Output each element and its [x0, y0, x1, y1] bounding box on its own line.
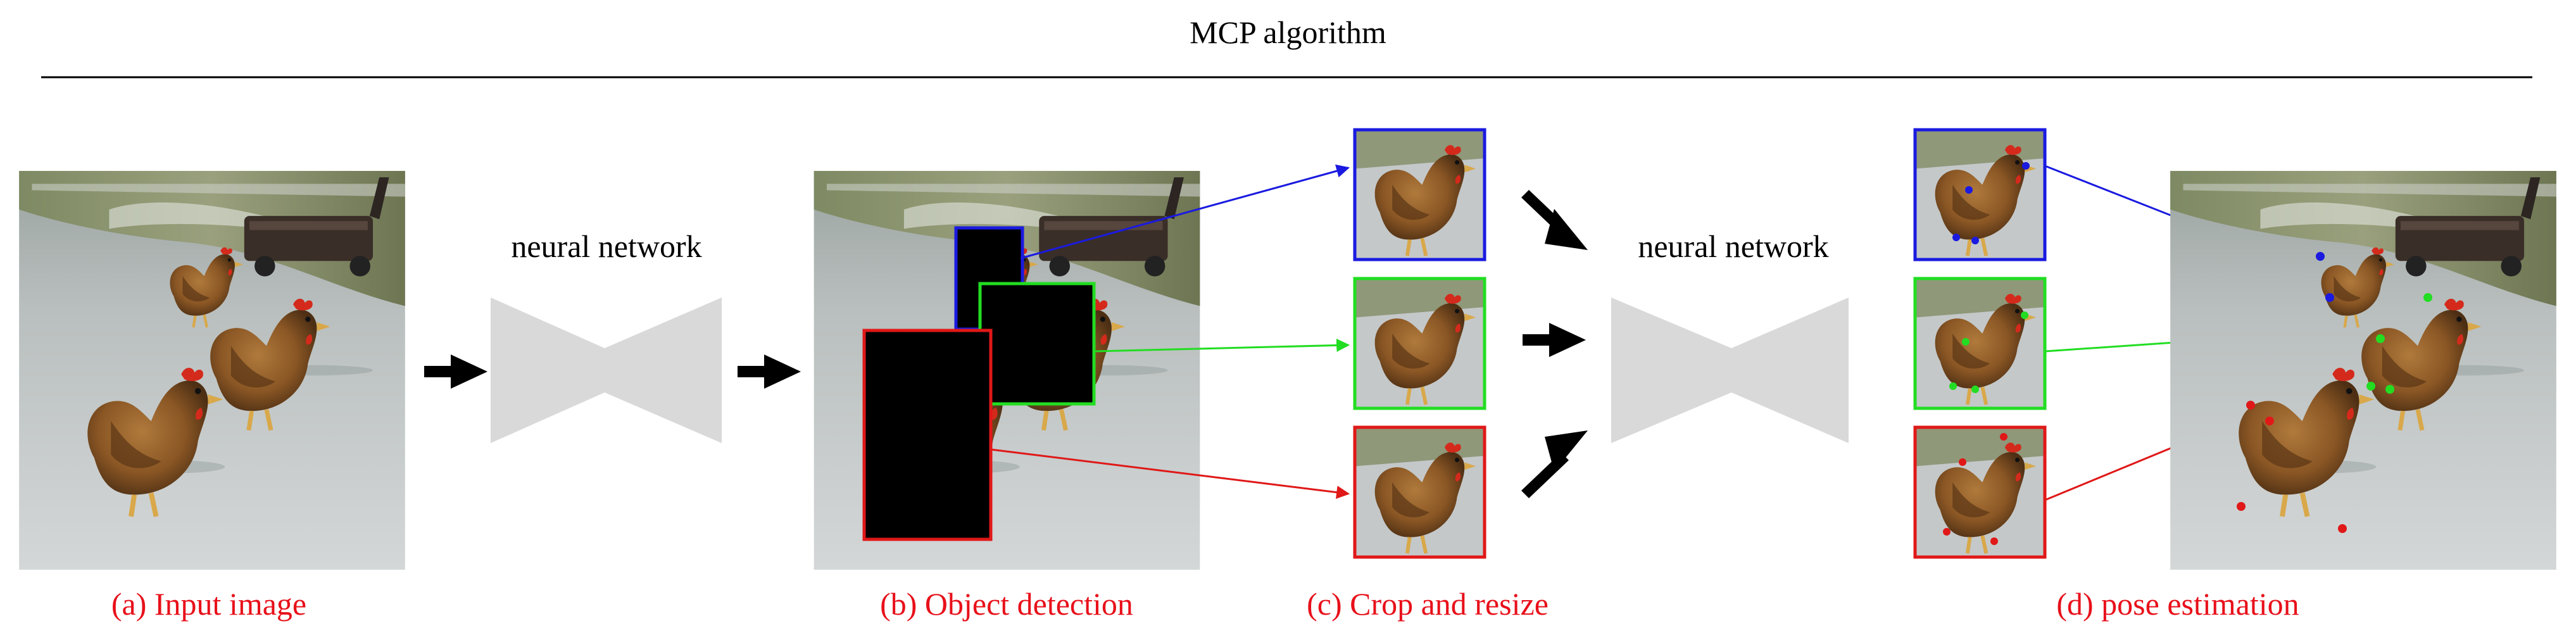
input-image	[19, 171, 405, 570]
connector-blue-b	[1020, 164, 1350, 260]
crop-green	[1353, 277, 1486, 410]
detection-image	[814, 171, 1200, 570]
neural-network-shape-2	[1611, 298, 1849, 443]
output-image	[2170, 171, 2556, 570]
arrow-crop-top	[1521, 190, 1588, 250]
caption-pose-estimation: (d) pose estimation	[2056, 586, 2299, 622]
crop-blue	[1353, 128, 1486, 261]
arrow-a-to-network	[424, 355, 487, 389]
caption-input-image: (a) Input image	[111, 586, 307, 622]
caption-crop-resize: (c) Crop and resize	[1307, 586, 1549, 622]
caption-object-detection: (b) Object detection	[880, 586, 1133, 622]
arrow-crop-middle	[1523, 323, 1586, 357]
neural-network-shape-1	[491, 298, 722, 443]
bbox-green	[978, 282, 1096, 406]
connector-red-b	[990, 448, 1350, 499]
bbox-red	[862, 329, 993, 541]
pose-crop-green	[1913, 277, 2047, 410]
network-label-2: neural network	[1638, 229, 1829, 264]
network-label-1: neural network	[511, 229, 702, 264]
connector-green-b	[1093, 338, 1350, 353]
pose-crop-blue	[1913, 128, 2047, 261]
arrow-network-to-detection	[738, 355, 801, 389]
pose-crop-red	[1913, 425, 2047, 559]
arrow-crop-bottom	[1521, 430, 1588, 498]
diagram-title: MCP algorithm	[1190, 15, 1386, 50]
crop-red	[1353, 425, 1486, 559]
